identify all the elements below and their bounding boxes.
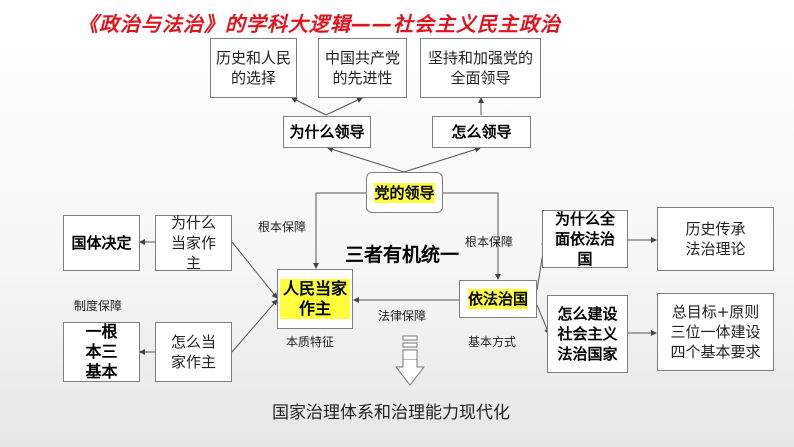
box-how-lead: 怎么领导 xyxy=(432,116,531,148)
label-basic-method: 基本方式 xyxy=(468,335,517,349)
rule-of-law-text: 依法治国 xyxy=(467,289,528,309)
down-arrow-icon xyxy=(394,335,426,386)
box-why-lead: 为什么领导 xyxy=(283,116,371,148)
label-fundamental-right: 根本保障 xyxy=(465,235,514,249)
party-leadership-text: 党的领导 xyxy=(374,182,435,203)
box-history-choice: 历史和人民的选择 xyxy=(210,38,297,98)
label-legal: 法律保障 xyxy=(378,309,427,323)
box-people-master: 人民当家作主 xyxy=(277,269,353,329)
box-state-nature: 国体决定 xyxy=(63,215,140,271)
box-how-master: 怎么当家作主 xyxy=(155,322,232,382)
box-history: 历史传承法治理论 xyxy=(657,207,774,271)
page-title: 《政治与法治》的学科大逻辑——社会主义民主政治 xyxy=(78,12,561,36)
box-rule-of-law: 依法治国 xyxy=(459,280,537,318)
unity-text: 三者有机统一 xyxy=(345,244,460,266)
box-why-rule: 为什么全面依法治国 xyxy=(542,210,628,268)
box-one-three: 一根本三基本 xyxy=(63,322,140,382)
box-party-advanced: 中国共产党的先进性 xyxy=(318,38,407,98)
label-institutional: 制度保障 xyxy=(74,299,123,313)
label-essence: 本质特征 xyxy=(286,335,335,349)
label-fundamental-left: 根本保障 xyxy=(258,220,307,234)
people-master-text: 人民当家作主 xyxy=(280,279,350,319)
box-goals: 总目标+原则三位一体建设四个基本要求 xyxy=(657,293,774,371)
box-how-build: 怎么建设社会主义法治国家 xyxy=(547,295,628,373)
box-why-master: 为什么当家作主 xyxy=(155,214,232,272)
box-party-leadership: 党的领导 xyxy=(366,172,443,213)
bottom-conclusion: 国家治理体系和治理能力现代化 xyxy=(272,403,510,423)
box-comprehensive-leadership: 坚持和加强党的全面领导 xyxy=(420,38,541,98)
